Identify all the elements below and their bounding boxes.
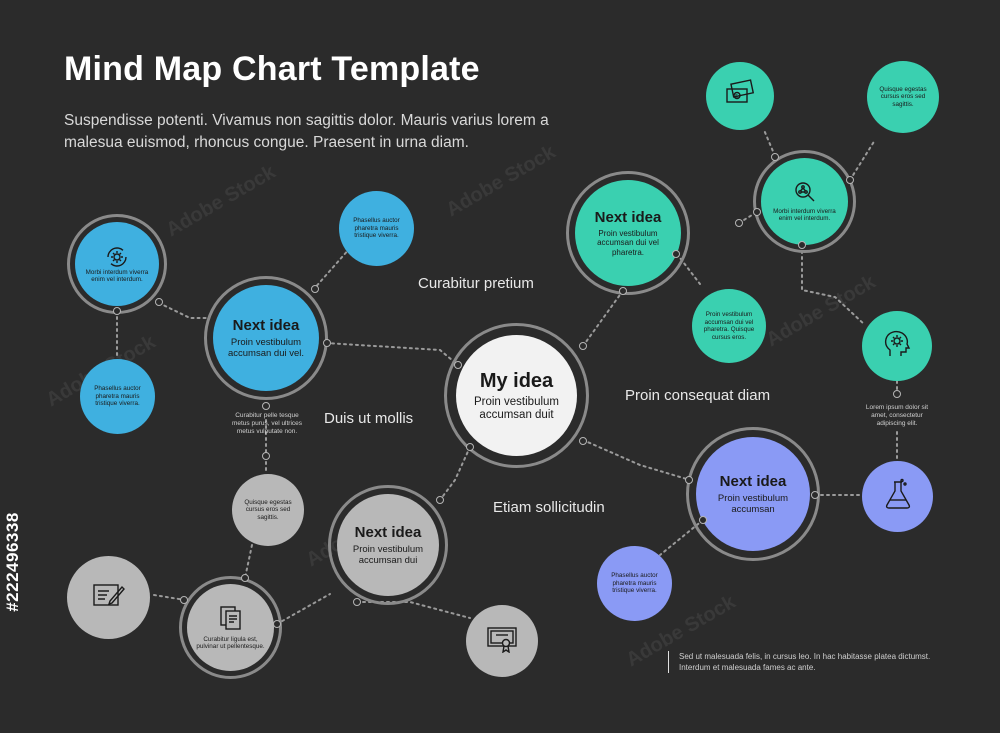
periw-icon-node <box>862 461 933 532</box>
money-bills-icon: $ <box>723 78 757 114</box>
grey-icon-node: Curabitur ligula est, pulvinar ut pellen… <box>187 584 274 671</box>
connector-dot <box>798 241 806 249</box>
blue-main-subtitle: Proin vestibulum accumsan dui vel. <box>227 337 305 359</box>
gear-cycle-icon <box>105 245 129 269</box>
connector-dot <box>113 307 121 315</box>
periw-main-subtitle: Proin vestibulum accumsan <box>717 493 789 515</box>
teal-main-title: Next idea <box>594 208 662 226</box>
teal-bottom-node: Proin vestibulum accumsan dui vel pharet… <box>692 289 766 363</box>
blue-main-title: Next idea <box>232 317 300 334</box>
grey-mid-text: Quisque egestas cursus eros sed sagittis… <box>244 498 292 521</box>
grey-left-icon-node <box>67 556 150 639</box>
connector-dot <box>619 287 627 295</box>
connector-dot <box>155 298 163 306</box>
connector-dot <box>262 402 270 410</box>
grey-mid-node: Quisque egestas cursus eros sed sagittis… <box>232 474 304 546</box>
flask-icon <box>883 478 913 515</box>
connector-dot <box>466 443 474 451</box>
periw-main-title: Next idea <box>719 473 787 490</box>
teal-bottom-text: Proin vestibulum accumsan dui vel pharet… <box>703 311 755 341</box>
grey-icon-text: Curabitur ligula est, pulvinar ut pellen… <box>196 635 265 651</box>
connector-dot <box>846 176 854 184</box>
periw-bottom-text: Phasellus auctor pharetra mauris tristiq… <box>611 572 658 595</box>
periw-main-node: Next idea Proin vestibulum accumsan <box>696 437 810 551</box>
blue-top-text: Phasellus auctor pharetra mauris tristiq… <box>353 217 400 240</box>
grey-main-ring <box>328 485 448 605</box>
grey-icon-ring <box>179 576 282 679</box>
blue-top-node: Phasellus auctor pharetra mauris tristiq… <box>339 191 414 266</box>
teal-right-icon-node <box>862 311 932 381</box>
grey-main-title: Next idea <box>354 524 422 541</box>
label-curabitur: Curabitur pretium <box>418 275 534 292</box>
connector-dot <box>579 437 587 445</box>
teal-icon-ring <box>753 150 856 253</box>
grey-bottom-icon-node <box>466 605 538 677</box>
label-proin: Proin consequat diam <box>625 387 771 404</box>
teal-main-node: Next idea Proin vestibulum accumsan dui … <box>575 180 681 286</box>
blue-icon-node: Morbi interdum viverra enim vel interdum… <box>75 222 159 306</box>
teal-top-right-node: Quisque egestas cursus eros sed sagittis… <box>867 61 939 133</box>
teal-main-subtitle: Proin vestibulum accumsan dui vel pharet… <box>597 228 659 257</box>
connector-dot <box>893 390 901 398</box>
magnifier-network-icon <box>794 181 816 208</box>
connector-dot <box>180 596 188 604</box>
center-ring <box>444 323 589 468</box>
stock-id-vertical: #222496338 <box>2 492 24 632</box>
connector-dot <box>353 598 361 606</box>
connector-dot <box>241 574 249 582</box>
connector-dot <box>699 516 707 524</box>
connector-dot <box>436 496 444 504</box>
label-etiam: Etiam sollicitudin <box>493 499 605 516</box>
blue-main-node: Next idea Proin vestibulum accumsan dui … <box>213 285 319 391</box>
label-duis: Duis ut mollis <box>324 410 414 427</box>
connector-dot <box>771 153 779 161</box>
connector-dot <box>273 620 281 628</box>
center-subtitle: Proin vestibulum accumsan duit <box>473 395 559 421</box>
connector-dot <box>454 361 462 369</box>
connector-dot <box>753 208 761 216</box>
connector-dot <box>672 250 680 258</box>
teal-main-ring <box>566 171 690 295</box>
footer-note: Sed ut malesuada felis, in cursus leo. I… <box>668 651 959 673</box>
connector-dot <box>811 491 819 499</box>
grey-main-node: Next idea Proin vestibulum accumsan dui <box>337 494 439 596</box>
connector-dot <box>311 285 319 293</box>
connector-dot <box>262 452 270 460</box>
center-title: My idea <box>479 369 554 392</box>
periw-bottom-node: Phasellus auctor pharetra mauris tristiq… <box>597 546 672 621</box>
certificate-icon <box>486 625 518 658</box>
connector-dot <box>323 339 331 347</box>
connector-dot <box>735 219 743 227</box>
center-node: My idea Proin vestibulum accumsan duit <box>456 335 577 456</box>
page-title: Mind Map Chart Template <box>64 50 480 88</box>
blue-icon-text: Morbi interdum viverra enim vel interdum… <box>85 268 149 284</box>
stock-id-text: #222496338 <box>3 512 22 612</box>
svg-text:$: $ <box>735 94 738 100</box>
page-subtitle: Suspendisse potenti. Vivamus non sagitti… <box>64 112 549 151</box>
grey-main-subtitle: Proin vestibulum accumsan dui <box>352 544 424 566</box>
document-pen-icon <box>92 581 126 614</box>
blue-main-ring <box>204 276 328 400</box>
connector-dot <box>685 476 693 484</box>
teal-icon-text: Morbi interdum viverra enim vel interdum… <box>773 207 836 223</box>
teal-float-text: Lorem ipsum dolor sit amet, consectetur … <box>865 404 929 427</box>
grey-float-text: Curabitur pelle tesque metus purus, vel … <box>231 412 303 435</box>
head-gear-icon <box>881 328 913 365</box>
teal-top-icon-node: $ <box>706 62 774 130</box>
teal-top-right-text: Quisque egestas cursus eros sed sagittis… <box>879 85 927 108</box>
teal-icon-node: Morbi interdum viverra enim vel interdum… <box>761 158 848 245</box>
blue-bottom-node: Phasellus auctor pharetra mauris tristiq… <box>80 359 155 434</box>
connector-dot <box>579 342 587 350</box>
documents-icon <box>218 605 244 636</box>
blue-bottom-text: Phasellus auctor pharetra mauris tristiq… <box>94 385 141 408</box>
